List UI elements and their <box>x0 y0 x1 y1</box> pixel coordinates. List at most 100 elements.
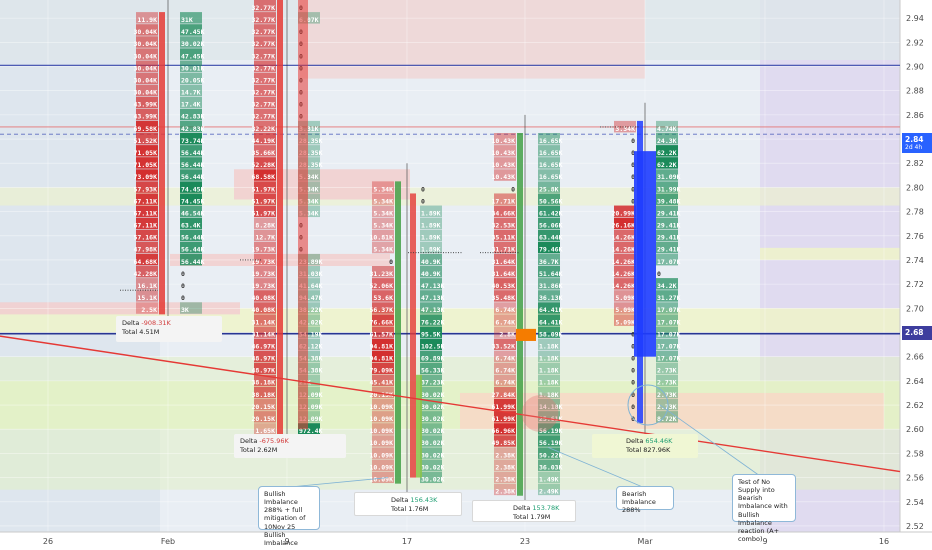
current-price-value: 2.84 <box>905 135 924 145</box>
ask-volume-label: 3.31K <box>299 125 319 133</box>
ask-volume-label: 12.09K <box>299 391 323 399</box>
ask-cell <box>180 36 202 48</box>
ask-volume-label: 29.41K <box>657 209 681 217</box>
bid-volume-label: 38.18K <box>252 379 276 387</box>
ask-cell <box>538 350 560 363</box>
current-price-countdown: 2d 4h <box>905 144 923 152</box>
ask-cell <box>420 205 442 218</box>
bid-volume-label: 2.8K <box>499 330 515 338</box>
ask-cell <box>656 386 678 399</box>
ask-cell <box>298 253 320 266</box>
ask-cell <box>180 193 202 205</box>
bid-volume-label: 30.04K <box>134 64 158 72</box>
bid-cell <box>136 181 158 193</box>
candle-body <box>159 12 165 315</box>
bid-cell <box>254 24 276 36</box>
bid-cell <box>614 278 636 290</box>
ask-volume-label: 38.22K <box>299 306 323 314</box>
bid-volume-label: 6.74K <box>495 318 515 326</box>
ask-cell <box>180 96 202 109</box>
bid-volume-label: 32.77K <box>252 40 276 48</box>
ask-volume-label: 56.19K <box>539 439 563 447</box>
x-tick-label: Feb <box>161 537 175 546</box>
ask-cell <box>538 157 560 169</box>
ask-volume-label: 47.13K <box>421 306 445 314</box>
bid-cell <box>494 253 516 266</box>
bid-cell <box>136 266 158 278</box>
callout-connector <box>547 446 646 489</box>
bid-cell <box>494 471 516 484</box>
bid-volume-label: 15.1K <box>137 294 157 302</box>
bid-volume-label: 30.04K <box>134 28 158 36</box>
bid-cell <box>614 205 636 218</box>
bid-volume-label: 10.09K <box>370 427 394 435</box>
ask-volume-label: 41.64K <box>299 282 323 290</box>
bid-volume-label: 67.11K <box>134 197 158 205</box>
ask-cell <box>180 72 202 85</box>
blue-volume-column <box>634 151 656 357</box>
ask-volume-label: 0 <box>657 270 661 278</box>
ask-cell <box>298 338 320 351</box>
summary-bar-5: Delta 654.46K Total 827.96K <box>592 434 698 458</box>
bid-cell <box>136 278 158 290</box>
bid-volume-label: 10.09K <box>370 403 394 411</box>
ask-volume-label: 62.2K <box>657 161 677 169</box>
bearish-imbalance-note[interactable]: Bearish Imbalance 288% <box>616 486 674 514</box>
callout-connector <box>659 404 761 477</box>
bid-volume-label: 53.6K <box>373 294 393 302</box>
ask-cell <box>656 157 678 169</box>
ask-volume-label: 30.02K <box>421 475 445 483</box>
ask-volume-label: 69.89K <box>421 355 445 363</box>
ask-cell <box>538 266 560 278</box>
bullish-imbalance-text: Bullish Imbalance 288% + full mitigation… <box>264 490 306 547</box>
bid-volume-label: 71.05K <box>134 149 158 157</box>
bid-volume-label: 16.1K <box>137 282 157 290</box>
ask-cell <box>538 145 560 157</box>
level-price-value: 2.68 <box>905 328 924 337</box>
bullish-imbalance-note[interactable]: Bullish Imbalance 288% + full mitigation… <box>258 486 320 547</box>
ask-volume-label: 56.06K <box>539 222 563 230</box>
bid-volume-label: 32.77K <box>252 52 276 60</box>
bid-cell <box>494 386 516 399</box>
x-tick-label: Mar <box>637 537 653 546</box>
ask-volume-label: 40.9K <box>421 258 441 266</box>
test-no-supply-note[interactable]: Test of No Supply into Bearish Imbalance… <box>732 474 796 543</box>
bid-volume-label: 40.08K <box>252 306 276 314</box>
bid-cell <box>494 133 516 145</box>
bid-volume-label: 10.43K <box>492 161 516 169</box>
x-tick-label: 9 <box>284 537 289 546</box>
ask-volume-label: 73.74K <box>181 137 205 145</box>
bid-volume-label: 32.77K <box>252 76 276 84</box>
bid-cell <box>494 241 516 254</box>
bid-volume-label: 2.38K <box>495 463 515 471</box>
ask-volume-label: 8.72K <box>657 415 677 423</box>
y-tick-label: 2.58 <box>906 449 924 458</box>
bid-cell <box>254 84 276 97</box>
bid-cell <box>254 36 276 48</box>
y-tick-label: 2.52 <box>906 522 924 531</box>
bid-volume-label: 19.73K <box>252 282 276 290</box>
bid-volume-label: 30.04K <box>134 52 158 60</box>
bid-cell <box>494 374 516 387</box>
ask-volume-label: 29.41K <box>657 246 681 254</box>
bid-volume-label: 52.06K <box>370 282 394 290</box>
y-tick-label: 2.60 <box>906 425 924 434</box>
bid-cell <box>372 423 394 435</box>
zone-demand <box>760 247 900 260</box>
bid-cell <box>254 338 276 351</box>
bid-cell <box>254 217 276 230</box>
ask-cell <box>420 290 442 302</box>
ask-cell <box>180 302 202 314</box>
ask-cell <box>298 181 320 193</box>
bid-volume-label: 31.14K <box>252 318 276 326</box>
x-tick-label: 23 <box>520 537 530 546</box>
ask-cell <box>298 326 320 338</box>
bid-volume-label: 6.74K <box>495 355 515 363</box>
bid-volume-label: 45.41K <box>370 379 394 387</box>
ask-volume-label: 47.45K <box>181 52 205 60</box>
bid-cell <box>372 374 394 387</box>
summary-bar-2: Delta -675.96K Total 2.62M <box>234 434 346 458</box>
ask-cell <box>180 120 202 133</box>
bid-cell <box>254 362 276 375</box>
